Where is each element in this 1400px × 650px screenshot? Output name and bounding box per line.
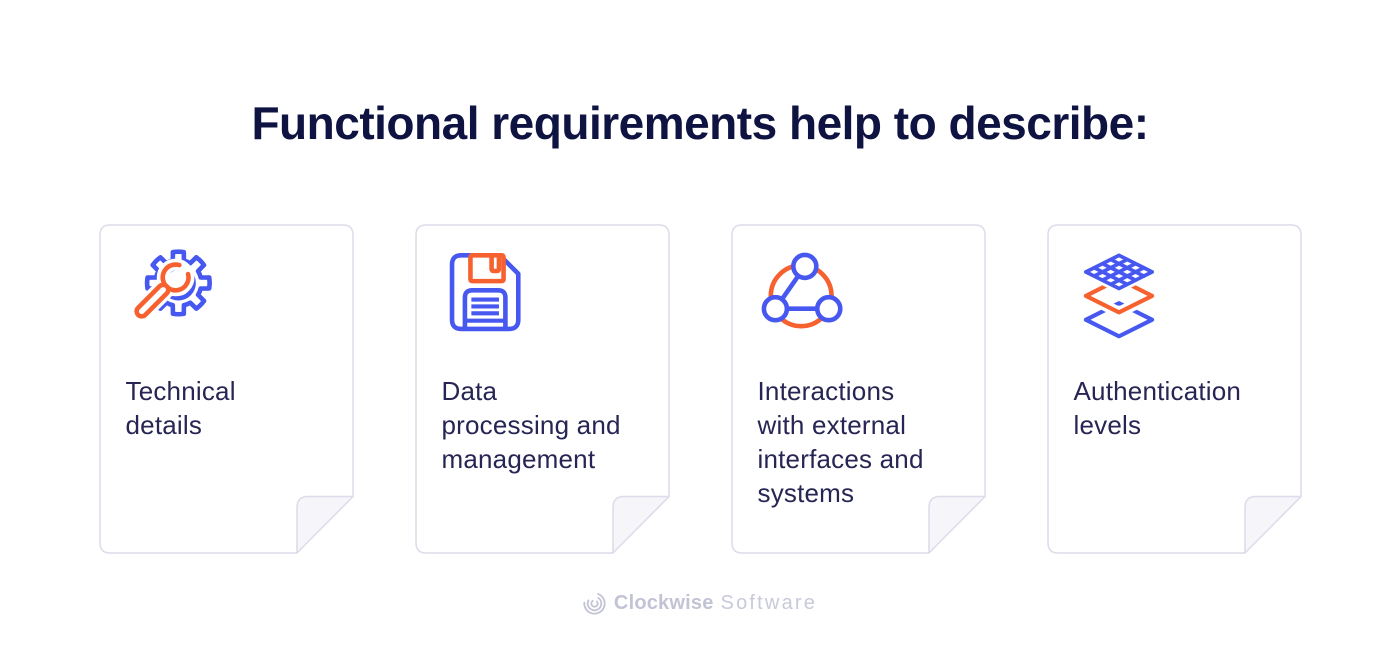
card-label: Interactions with external interfaces an…	[757, 376, 924, 508]
gear-wrench-icon	[130, 248, 217, 322]
page-fold-corner	[611, 495, 670, 554]
floppy-disk-icon	[449, 253, 521, 332]
card-interactions: Interactions with external interfaces an…	[730, 224, 986, 554]
page-fold-corner	[1243, 495, 1302, 554]
card-label: Data processing and management	[441, 376, 621, 474]
page-fold-corner	[295, 495, 354, 554]
card-authentication-levels: Authentication levels	[1046, 224, 1302, 554]
layers-icon	[1079, 251, 1158, 339]
page-fold-corner	[927, 495, 986, 554]
page-title: Functional requirements help to describe…	[251, 97, 1149, 149]
clockwise-swirl-icon	[583, 592, 606, 615]
network-nodes-icon	[761, 252, 843, 329]
brand-name-bold: Clockwise	[613, 592, 714, 614]
cards-row: Technical details Data processing and ma…	[0, 224, 1400, 554]
card-technical-details: Technical details	[98, 224, 354, 554]
card-label: Technical details	[125, 376, 236, 440]
brand-name-light: Software	[720, 592, 818, 614]
card-data-processing: Data processing and management	[414, 224, 670, 554]
card-label: Authentication levels	[1073, 376, 1242, 440]
brand-logo: Clockwise Software	[0, 592, 1400, 615]
